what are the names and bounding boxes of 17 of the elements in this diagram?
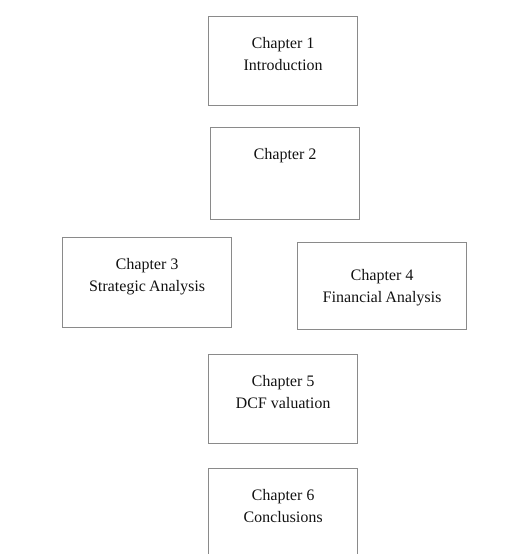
chapter-box — [208, 468, 358, 554]
chapter-box — [62, 237, 232, 328]
chapter-number: Chapter 4 — [350, 266, 414, 286]
chapter-box — [297, 242, 467, 330]
chapter-number: Chapter 5 — [252, 372, 314, 392]
chapter-title: Introduction — [243, 56, 323, 76]
chapter-title: DCF valuation — [236, 394, 330, 414]
chapter-number: Chapter 2 — [254, 145, 316, 165]
chapter-number: Chapter 6 — [252, 486, 314, 506]
chapter-number: Chapter 3 — [116, 255, 178, 275]
chapter-box — [208, 354, 358, 444]
chapter-title: Financial Analysis — [322, 288, 442, 308]
chapter-number: Chapter 1 — [252, 34, 314, 54]
chapter-title: Strategic Analysis — [89, 277, 205, 297]
chapter-box — [208, 16, 358, 106]
chapter-box — [210, 127, 360, 220]
chapter-title: Conclusions — [243, 508, 323, 528]
